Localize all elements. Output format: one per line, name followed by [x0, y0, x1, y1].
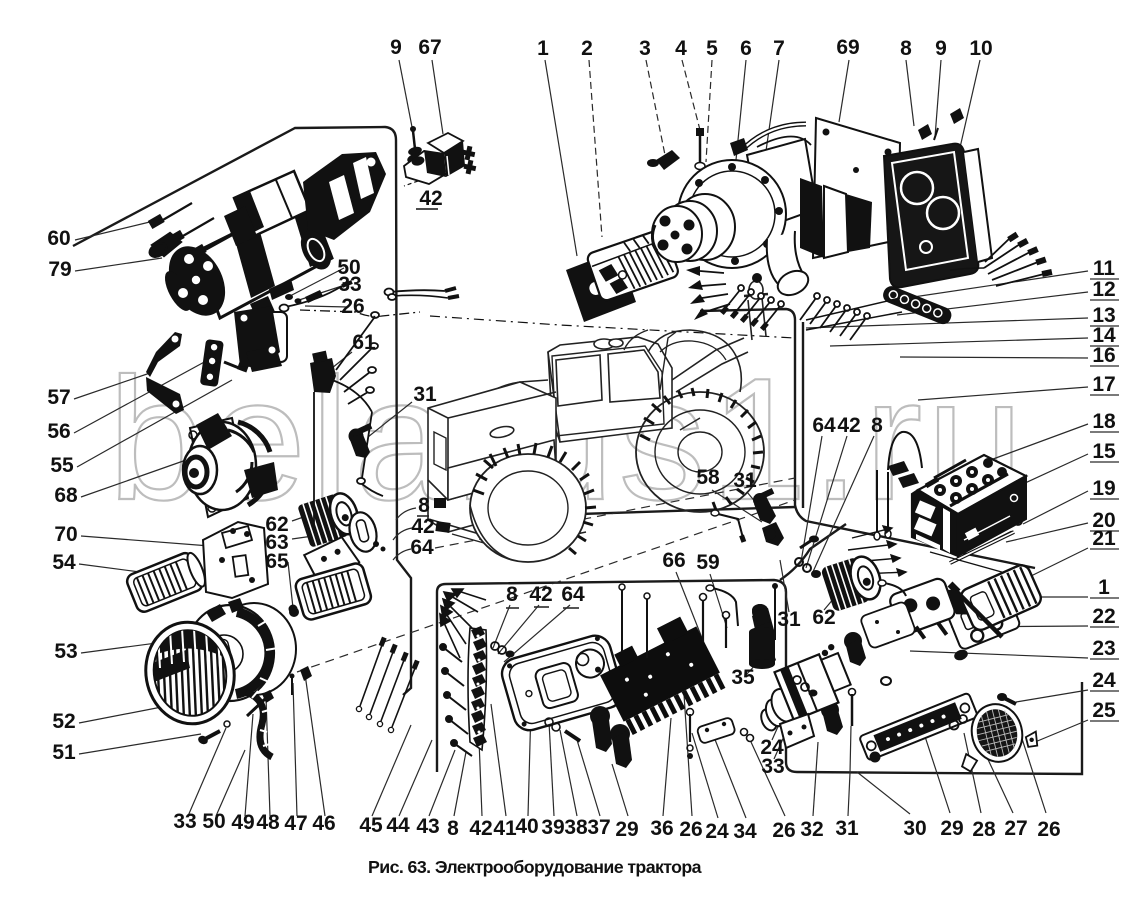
svg-text:31: 31: [777, 608, 801, 631]
svg-text:2: 2: [581, 37, 593, 60]
svg-text:15: 15: [1092, 440, 1116, 463]
svg-text:48: 48: [256, 811, 280, 834]
svg-text:32: 32: [800, 818, 823, 841]
svg-text:57: 57: [47, 386, 70, 409]
svg-text:1: 1: [1098, 576, 1110, 599]
svg-text:24: 24: [1092, 669, 1116, 692]
svg-text:31: 31: [413, 383, 437, 406]
svg-text:44: 44: [386, 814, 410, 837]
svg-text:31: 31: [835, 817, 859, 840]
svg-text:53: 53: [54, 640, 77, 663]
svg-text:18: 18: [1092, 410, 1116, 433]
svg-text:14: 14: [1092, 324, 1116, 347]
svg-text:42: 42: [419, 187, 442, 210]
svg-text:30: 30: [903, 817, 926, 840]
svg-text:16: 16: [1092, 344, 1115, 367]
svg-text:33: 33: [761, 755, 784, 778]
svg-text:40: 40: [515, 815, 538, 838]
svg-text:Рис. 63. Электрооборудование: Рис. 63. Электрооборудование трактора: [368, 857, 702, 877]
svg-text:1: 1: [537, 37, 549, 60]
svg-text:17: 17: [1092, 373, 1115, 396]
svg-text:8: 8: [900, 37, 912, 60]
svg-text:47: 47: [284, 812, 307, 835]
svg-text:64: 64: [410, 536, 434, 559]
svg-text:42: 42: [837, 414, 860, 437]
svg-text:68: 68: [54, 484, 78, 507]
svg-text:41: 41: [493, 817, 517, 840]
svg-text:9: 9: [935, 37, 947, 60]
svg-text:4: 4: [675, 37, 687, 60]
svg-text:59: 59: [696, 551, 719, 574]
svg-text:29: 29: [615, 818, 638, 841]
svg-text:24: 24: [760, 736, 784, 759]
svg-text:45: 45: [359, 814, 383, 837]
svg-text:7: 7: [773, 37, 785, 60]
svg-text:62: 62: [265, 513, 288, 536]
svg-text:6: 6: [740, 37, 752, 60]
svg-text:43: 43: [416, 815, 439, 838]
svg-text:31: 31: [733, 469, 757, 492]
svg-text:66: 66: [662, 549, 685, 572]
svg-text:24: 24: [705, 820, 729, 843]
svg-text:36: 36: [650, 817, 673, 840]
svg-text:42: 42: [529, 583, 552, 606]
svg-text:21: 21: [1092, 527, 1116, 550]
svg-text:8: 8: [871, 414, 883, 437]
svg-text:19: 19: [1092, 477, 1115, 500]
svg-text:25: 25: [1092, 699, 1116, 722]
svg-text:29: 29: [940, 817, 963, 840]
svg-text:8: 8: [506, 583, 518, 606]
svg-text:58: 58: [696, 466, 720, 489]
svg-text:69: 69: [836, 36, 859, 59]
svg-text:3: 3: [639, 37, 651, 60]
svg-text:9: 9: [390, 36, 402, 59]
svg-text:23: 23: [1092, 637, 1115, 660]
svg-text:51: 51: [52, 741, 76, 764]
svg-text:28: 28: [972, 818, 996, 841]
svg-text:11: 11: [1093, 257, 1116, 280]
svg-text:63: 63: [265, 531, 288, 554]
svg-text:10: 10: [969, 37, 992, 60]
svg-text:50: 50: [337, 256, 360, 279]
svg-text:52: 52: [52, 710, 75, 733]
svg-text:33: 33: [173, 810, 196, 833]
svg-text:70: 70: [54, 523, 77, 546]
svg-text:60: 60: [47, 227, 70, 250]
svg-text:54: 54: [52, 551, 76, 574]
svg-text:56: 56: [47, 420, 70, 443]
svg-text:49: 49: [231, 811, 254, 834]
svg-text:55: 55: [50, 454, 74, 477]
svg-text:13: 13: [1092, 304, 1115, 327]
svg-text:64: 64: [812, 414, 836, 437]
svg-text:12: 12: [1092, 278, 1115, 301]
svg-text:26: 26: [772, 819, 795, 842]
svg-text:65: 65: [265, 550, 289, 573]
svg-text:42: 42: [469, 817, 492, 840]
svg-text:37: 37: [587, 816, 610, 839]
svg-text:33: 33: [338, 273, 361, 296]
svg-text:26: 26: [341, 295, 364, 318]
svg-text:8: 8: [447, 817, 459, 840]
svg-text:62: 62: [812, 606, 835, 629]
svg-text:35: 35: [731, 666, 755, 689]
svg-text:8: 8: [418, 494, 430, 517]
svg-text:27: 27: [1004, 817, 1027, 840]
svg-text:42: 42: [411, 515, 434, 538]
svg-text:38: 38: [564, 816, 588, 839]
svg-text:61: 61: [352, 331, 376, 354]
svg-text:50: 50: [202, 810, 225, 833]
svg-text:26: 26: [679, 818, 702, 841]
svg-text:67: 67: [418, 36, 441, 59]
svg-text:22: 22: [1092, 605, 1115, 628]
svg-text:5: 5: [706, 37, 718, 60]
svg-text:26: 26: [1037, 818, 1060, 841]
svg-text:34: 34: [733, 820, 757, 843]
svg-text:46: 46: [312, 812, 335, 835]
svg-text:64: 64: [561, 583, 585, 606]
svg-text:20: 20: [1092, 509, 1115, 532]
svg-text:79: 79: [48, 258, 71, 281]
svg-text:39: 39: [541, 816, 564, 839]
